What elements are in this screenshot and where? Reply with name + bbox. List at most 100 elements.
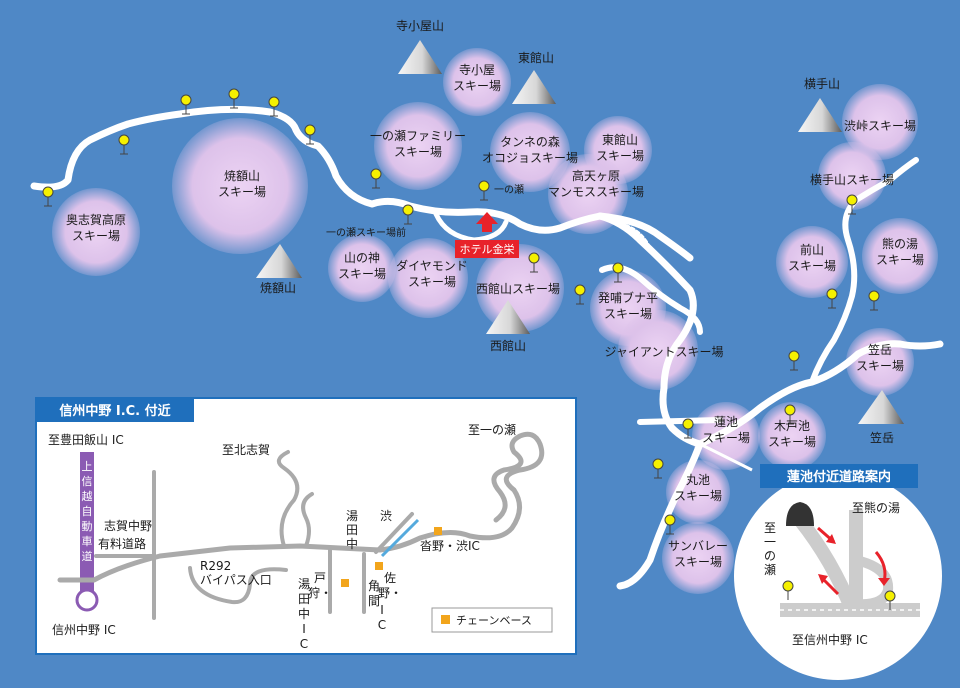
inset-hasuike-title-bar xyxy=(760,464,918,488)
ski-area-label-hoppo-bunadaira: 発哺ブナ平 xyxy=(598,290,658,305)
stop-label-ichinose-ski-mae: 一の瀬スキー場前 xyxy=(326,226,406,239)
ski-area-label-sunvalley: サンバレー xyxy=(668,539,728,553)
ski-blob-nishidateyama xyxy=(476,244,564,332)
ski-blob-maeyama xyxy=(776,226,848,298)
ski-blob-giant xyxy=(618,310,698,390)
mountain-labels: 寺小屋山 東館山 横手山 焼額山 西館山 笠岳 xyxy=(260,19,894,445)
ski-blob-terakoya xyxy=(443,48,511,116)
inset-ic-panel: 信州中野 I.C. 付近 チェーンベース 至豊田飯山 IC 上信越自動車道 志賀… xyxy=(35,397,577,655)
ski-area-label-diamond: ダイヤモンド xyxy=(396,258,468,273)
inset-hasuike-panel: 蓮池付近道路案内 至熊の湯 至一の瀬 至信州中野 IC xyxy=(699,442,942,680)
label-kakuma-char: I xyxy=(380,603,384,617)
road-east-1 xyxy=(696,340,944,448)
mountain-higashidateyama xyxy=(512,70,556,104)
hotel-arrow-icon xyxy=(476,212,498,232)
label-expressway: 上信越自動車道 xyxy=(82,460,93,563)
bus-stop-icon xyxy=(118,134,130,146)
arrowhead-1-icon xyxy=(826,534,836,544)
ski-area-label-tannenomori: タンネの森 xyxy=(500,134,560,149)
label-kakuma-char: 野・ xyxy=(378,586,402,600)
ski-area-label-maruike: 丸池 xyxy=(686,473,710,487)
bus-stop-icon xyxy=(304,124,316,136)
label-kanno-shibu: 沓野・渋IC xyxy=(420,539,480,553)
bus-stop-icon xyxy=(788,350,800,362)
mountain-label-nishidateyama: 西館山 xyxy=(490,338,526,353)
ski-area-label-takamagahara: マンモススキー場 xyxy=(548,185,644,199)
mountain-label-higashidateyama: 東館山 xyxy=(518,50,554,65)
road-r292 xyxy=(57,431,545,583)
bus-stop-icon xyxy=(664,514,676,526)
ski-blob-maruike xyxy=(666,460,730,524)
bus-stop-icon xyxy=(42,186,54,198)
ski-blob-yakebitai xyxy=(172,118,308,254)
ski-blob-tannenomori xyxy=(490,112,570,192)
ski-area-label-diamond: スキー場 xyxy=(408,275,456,289)
bus-stop-icon xyxy=(612,262,624,274)
ski-area-label-yokoteyama: 横手山スキー場 xyxy=(810,173,894,187)
road-kitashiga xyxy=(276,450,300,548)
mountain-yokoteyama xyxy=(798,98,842,132)
expressway-band xyxy=(80,452,94,600)
mountain-kasadake xyxy=(858,390,904,424)
ski-area-label-maeyama: スキー場 xyxy=(788,259,836,273)
ski-area-label-nishidateyama: 西館山スキー場 xyxy=(476,281,560,296)
shinshu-nakano-ic-icon xyxy=(75,588,99,612)
ski-area-label-okushiga: スキー場 xyxy=(72,229,120,243)
ski-blob-kidoike xyxy=(758,402,826,470)
label-r292: R292 xyxy=(200,559,231,573)
bus-stop-icon xyxy=(180,94,192,106)
label-yudanaka-top-char: 中 xyxy=(346,536,358,551)
chain-base-todoku xyxy=(341,579,349,587)
mountain-yakebitaiyama xyxy=(256,244,302,278)
label-to-shinshu: 至信州中野 IC xyxy=(792,632,868,647)
label-yudanaka-top: 湯田中 xyxy=(346,509,358,551)
legend-chain-label: チェーンベース xyxy=(456,614,532,627)
chain-base-kanno xyxy=(434,527,442,535)
label-shinshu-nakano-ic: 信州中野 IC xyxy=(52,622,116,637)
ski-area-label-shibutoge: 渋峠スキー場 xyxy=(844,118,916,133)
road-r292-bypass xyxy=(188,566,288,605)
arrow-3 xyxy=(820,576,840,596)
ski-area-label-hasuike: 蓮池 xyxy=(714,415,738,429)
ski-area-label-hoppo-bunadaira: スキー場 xyxy=(604,307,652,321)
tunnel-icon xyxy=(786,502,814,526)
mountain-label-yokoteyama: 横手山 xyxy=(804,77,840,91)
ski-area-label-terakoya: スキー場 xyxy=(453,79,501,93)
ski-area-label-yamanokami: スキー場 xyxy=(338,267,386,281)
mountains xyxy=(256,40,904,424)
mountain-label-yakebitaiyama: 焼額山 xyxy=(260,281,296,295)
bus-stop-icon xyxy=(846,194,858,206)
legend-box xyxy=(431,607,553,633)
ski-blob-okushiga xyxy=(52,188,140,276)
ski-area-label-tannenomori: オコジョスキー場 xyxy=(482,151,578,165)
label-kakuma-char: 間 xyxy=(368,594,380,608)
ski-blob-kumanoyu xyxy=(862,218,938,294)
chain-base-kakuma xyxy=(375,562,383,570)
bus-stop-icon xyxy=(268,96,280,108)
ski-area-label-terakoya: 寺小屋 xyxy=(459,63,495,77)
label-todoku-char: 狩・ xyxy=(308,585,332,600)
label-kakuma-char: C xyxy=(378,618,386,632)
ski-area-label-ichinose-family: スキー場 xyxy=(394,145,442,159)
ski-area-label-kasadake: スキー場 xyxy=(856,359,904,373)
hasuike-road-diagonal xyxy=(794,515,859,613)
hotel-label: ホテル金栄 xyxy=(460,242,515,256)
hotel-marker: ホテル金栄 xyxy=(455,212,519,258)
ski-area-labels: 奥志賀高原スキー場焼額山スキー場寺小屋スキー場一の瀬ファミリースキー場タンネの森… xyxy=(66,63,924,569)
bus-stop-icon xyxy=(868,290,880,302)
ski-area-label-ichinose-family: 一の瀬ファミリー xyxy=(370,129,466,143)
ski-area-label-sunvalley: スキー場 xyxy=(674,555,722,569)
ski-area-label-kidoike: 木戸池 xyxy=(774,419,810,433)
bus-stop-icon xyxy=(478,180,490,192)
stop-label-ichinose: 一の瀬 xyxy=(494,184,524,196)
mountain-label-kasadake: 笠岳 xyxy=(870,430,894,445)
bus-stop-icon xyxy=(228,88,240,100)
label-toll-road-1: 志賀中野 xyxy=(104,518,152,533)
mountain-terakoyayama xyxy=(398,40,442,74)
ski-area-label-maeyama: 前山 xyxy=(800,242,824,257)
ski-blob-shibutoge xyxy=(842,84,918,160)
label-shibu: 渋 xyxy=(380,509,392,523)
label-to-ichinose: 至一の瀬 xyxy=(468,423,516,437)
